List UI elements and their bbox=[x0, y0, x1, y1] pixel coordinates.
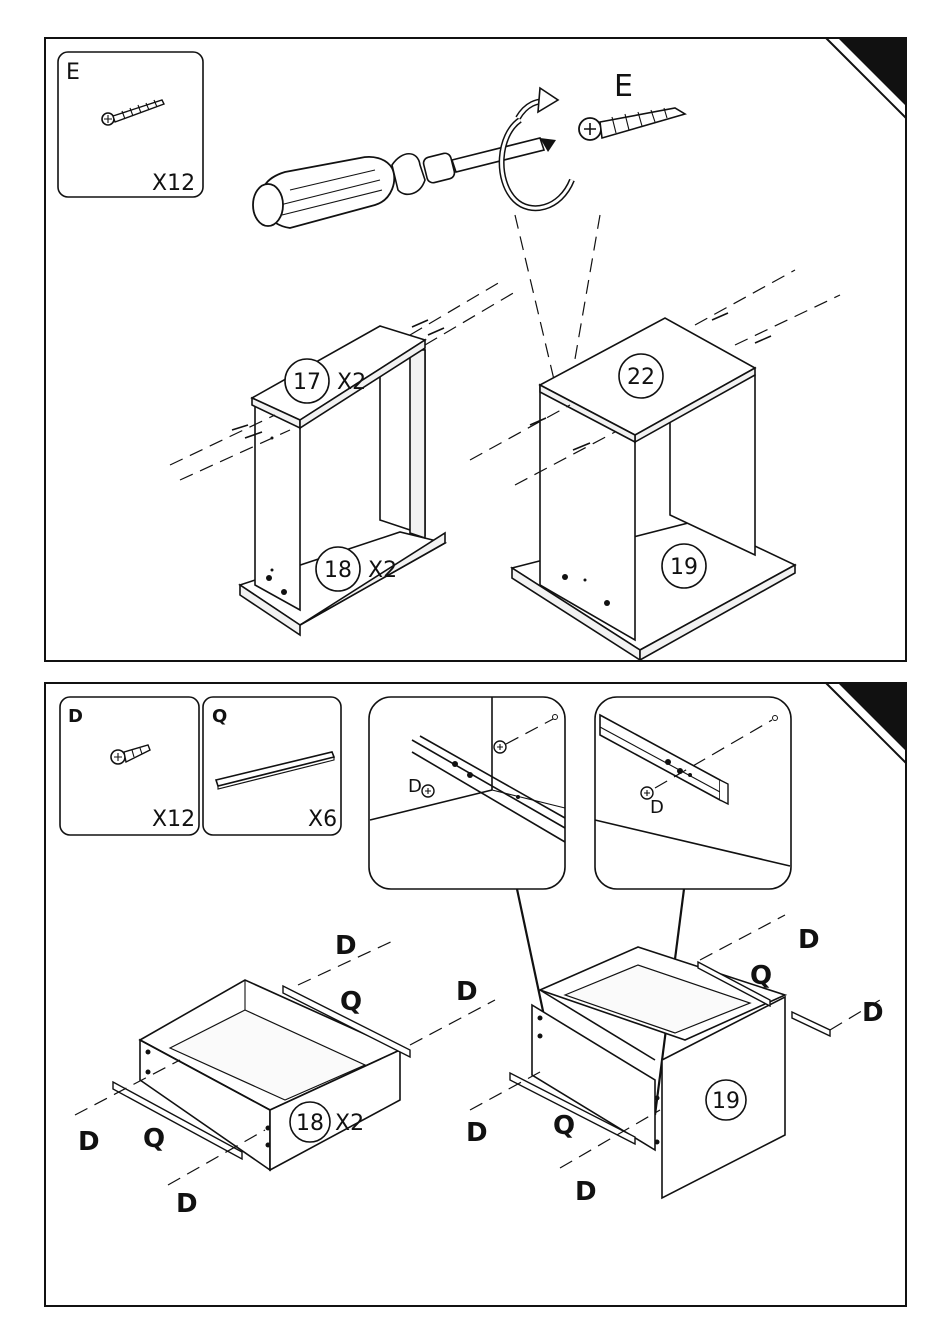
svg-text:D: D bbox=[862, 998, 884, 1028]
svg-text:Q: Q bbox=[340, 987, 362, 1017]
screwdriver-icon bbox=[253, 138, 556, 228]
callout-19: 19 bbox=[706, 1080, 746, 1120]
svg-text:D: D bbox=[78, 1127, 100, 1157]
parts-box-d: D X12 bbox=[60, 697, 199, 835]
svg-text:X2: X2 bbox=[335, 1111, 364, 1136]
svg-text:19: 19 bbox=[712, 1089, 740, 1114]
svg-text:D: D bbox=[335, 931, 357, 961]
step-corner-tab bbox=[826, 38, 906, 118]
step-2-panel: D X12 Q X6 bbox=[45, 683, 906, 1306]
svg-text:D: D bbox=[456, 977, 478, 1007]
svg-text:17: 17 bbox=[293, 370, 321, 395]
svg-text:18: 18 bbox=[296, 1111, 324, 1136]
svg-text:22: 22 bbox=[627, 365, 655, 390]
parts-box-quantity: X12 bbox=[152, 171, 195, 196]
parts-box-q: Q X6 bbox=[203, 697, 341, 835]
detail-label-d: D bbox=[650, 797, 664, 818]
callout-22: 22 bbox=[619, 354, 663, 398]
svg-text:X2: X2 bbox=[337, 370, 366, 395]
svg-text:Q: Q bbox=[750, 961, 772, 991]
drawer-left bbox=[75, 940, 495, 1185]
svg-text:D: D bbox=[176, 1189, 198, 1219]
parts-box-e: E X12 bbox=[58, 52, 203, 197]
cabinet-right bbox=[470, 270, 840, 660]
step-1-panel: E X12 bbox=[45, 38, 906, 661]
svg-text:X6: X6 bbox=[308, 807, 337, 832]
svg-text:Q: Q bbox=[553, 1111, 575, 1141]
svg-text:D: D bbox=[798, 925, 820, 955]
screw-label: E bbox=[614, 69, 633, 104]
svg-text:19: 19 bbox=[670, 555, 698, 580]
parts-box-letter: E bbox=[66, 60, 80, 85]
svg-text:X12: X12 bbox=[152, 807, 195, 832]
svg-text:Q: Q bbox=[143, 1124, 165, 1154]
svg-text:D: D bbox=[68, 706, 83, 727]
svg-text:D: D bbox=[575, 1177, 597, 1207]
svg-text:D: D bbox=[466, 1118, 488, 1148]
svg-text:18: 18 bbox=[324, 558, 352, 583]
screw-e-large-icon bbox=[579, 108, 685, 140]
callout-19: 19 bbox=[662, 544, 706, 588]
step-corner-tab bbox=[826, 683, 906, 763]
svg-text:X2: X2 bbox=[368, 558, 397, 583]
detail-label-d: D bbox=[408, 776, 422, 797]
svg-text:Q: Q bbox=[212, 706, 227, 727]
